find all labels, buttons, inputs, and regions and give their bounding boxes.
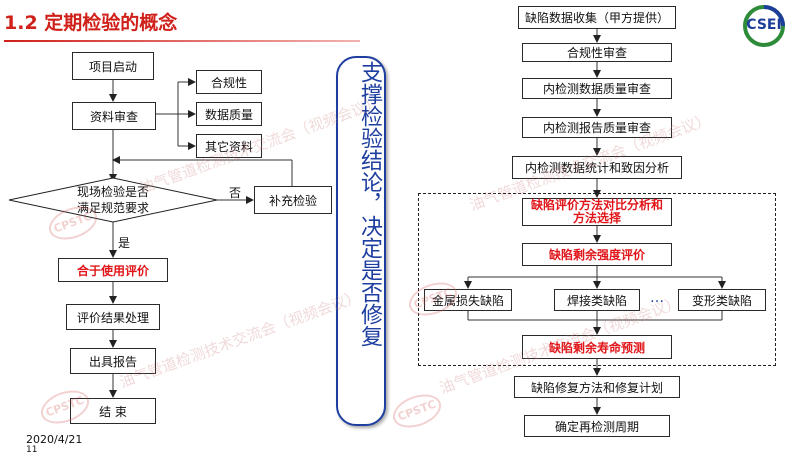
report-node: 出具报告 bbox=[70, 348, 156, 374]
method-comparison-node: 缺陷评价方法对比分析和 方法选择 bbox=[522, 198, 672, 226]
repair-plan-node: 缺陷修复方法和修复计划 bbox=[514, 376, 680, 398]
decision-line-2: 满足规范要求 bbox=[76, 201, 149, 215]
other-docs-node: 其它资料 bbox=[196, 134, 262, 158]
title-underline bbox=[4, 40, 360, 42]
slide-page-number: 11 bbox=[26, 445, 38, 455]
compliance-node: 合规性 bbox=[196, 70, 262, 94]
metal-loss-node: 金属损失缺陷 bbox=[424, 289, 512, 311]
yes-label: 是 bbox=[118, 236, 131, 250]
decision-line-1: 现场检验是否 bbox=[76, 185, 149, 199]
end-node: 结 束 bbox=[70, 398, 156, 424]
logo-text: CSEI bbox=[746, 17, 782, 33]
ili-data-quality-node: 内检测数据质量审查 bbox=[522, 78, 672, 99]
method-comparison-line-1: 缺陷评价方法对比分析和 bbox=[530, 198, 663, 212]
compliance-review-node: 合规性审查 bbox=[522, 43, 672, 62]
method-comparison-line-2: 方法选择 bbox=[572, 211, 621, 225]
reinspection-interval-node: 确定再检测周期 bbox=[524, 415, 670, 437]
ili-statistics-node: 内检测数据统计和致因分析 bbox=[512, 156, 682, 179]
slide-date: 2020/4/21 bbox=[26, 433, 83, 446]
defect-data-collection-node: 缺陷数据收集（甲方提供） bbox=[518, 6, 676, 29]
document-review-node: 资料审查 bbox=[72, 102, 156, 130]
weld-defect-node: 焊接类缺陷 bbox=[554, 289, 640, 311]
logo-ring-icon bbox=[743, 5, 785, 47]
fitness-for-service-node: 合于使用评价 bbox=[58, 258, 168, 282]
supplementary-inspection-node: 补充检验 bbox=[254, 186, 332, 214]
data-quality-node: 数据质量 bbox=[196, 102, 262, 126]
remaining-life-node: 缺陷剩余寿命预测 bbox=[522, 335, 672, 359]
start-node: 项目启动 bbox=[72, 52, 154, 80]
deformation-defect-node: 变形类缺陷 bbox=[678, 289, 766, 311]
assessment-group bbox=[418, 193, 776, 366]
support-conclusion-text: 支撑检验结论，决定是否修复 bbox=[357, 61, 382, 347]
csei-logo: CSEI bbox=[738, 4, 790, 48]
no-label: 否 bbox=[229, 186, 242, 200]
residual-strength-node: 缺陷剩余强度评价 bbox=[522, 243, 672, 266]
page-title: 1.2 定期检验的概念 bbox=[4, 12, 178, 34]
ili-report-quality-node: 内检测报告质量审查 bbox=[522, 117, 672, 138]
support-conclusion-box: 支撑检验结论，决定是否修复 bbox=[336, 56, 386, 426]
decision-node: 现场检验是否 满足规范要求 bbox=[40, 184, 186, 216]
result-handling-node: 评价结果处理 bbox=[66, 304, 160, 330]
more-types-ellipsis: … bbox=[650, 290, 664, 306]
